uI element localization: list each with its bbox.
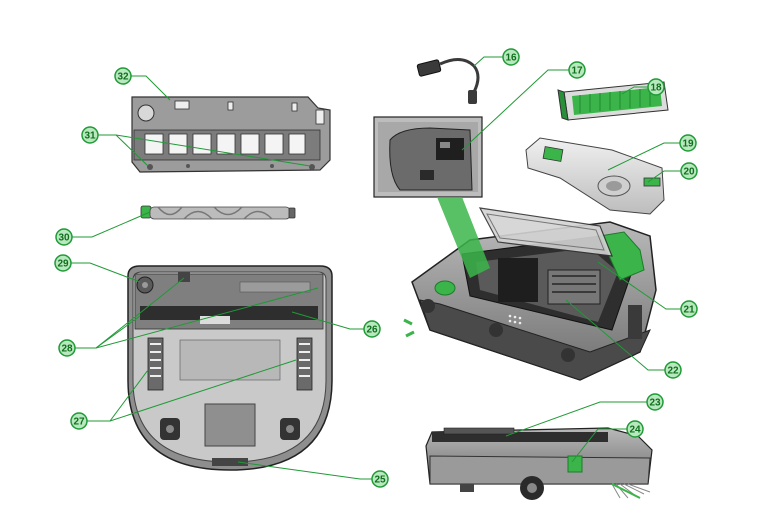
callout-26: 26 [363, 320, 381, 338]
callout-28-label: 28 [61, 344, 73, 355]
callout-23: 23 [646, 393, 664, 411]
callout-24-label: 24 [629, 425, 641, 436]
brush-cover-plate [131, 96, 331, 173]
callout-28: 28 [58, 339, 76, 357]
callout-17: 17 [568, 61, 586, 79]
callout-16: 16 [502, 48, 520, 66]
callout-19: 19 [679, 134, 697, 152]
callout-25: 25 [371, 470, 389, 488]
callout-21-label: 21 [683, 305, 695, 316]
callout-18: 18 [647, 78, 665, 96]
brush-roll [140, 205, 296, 220]
callout-24: 24 [626, 420, 644, 438]
robot-bottom-view [127, 265, 333, 471]
callout-29: 29 [54, 254, 72, 272]
callout-20: 20 [680, 162, 698, 180]
callout-19-label: 19 [682, 139, 694, 150]
callout-25-label: 25 [374, 475, 386, 486]
callout-22: 22 [664, 361, 682, 379]
connector-cable [416, 58, 480, 104]
callout-32: 32 [114, 67, 132, 85]
callout-32-label: 32 [117, 72, 129, 83]
callout-18-label: 18 [650, 83, 662, 94]
callout-30: 30 [55, 228, 73, 246]
dust-filter [557, 81, 669, 121]
callout-22-label: 22 [667, 366, 679, 377]
callout-23-label: 23 [649, 398, 661, 409]
callout-27: 27 [70, 412, 88, 430]
callout-20-label: 20 [683, 167, 695, 178]
leader-lines [71, 56, 681, 480]
callout-21: 21 [680, 300, 698, 318]
callout-17-label: 17 [571, 66, 583, 77]
dust-bin [525, 137, 665, 215]
callout-16-label: 16 [505, 53, 517, 64]
callout-31: 31 [81, 126, 99, 144]
callout-30-label: 30 [58, 233, 70, 244]
callout-27-label: 27 [73, 417, 85, 428]
callout-29-label: 29 [57, 259, 69, 270]
callout-26-label: 26 [366, 325, 378, 336]
detail-inset [373, 116, 490, 278]
robot-side-view [425, 427, 653, 500]
callout-31-label: 31 [84, 131, 96, 142]
robot-top-view [403, 207, 657, 381]
